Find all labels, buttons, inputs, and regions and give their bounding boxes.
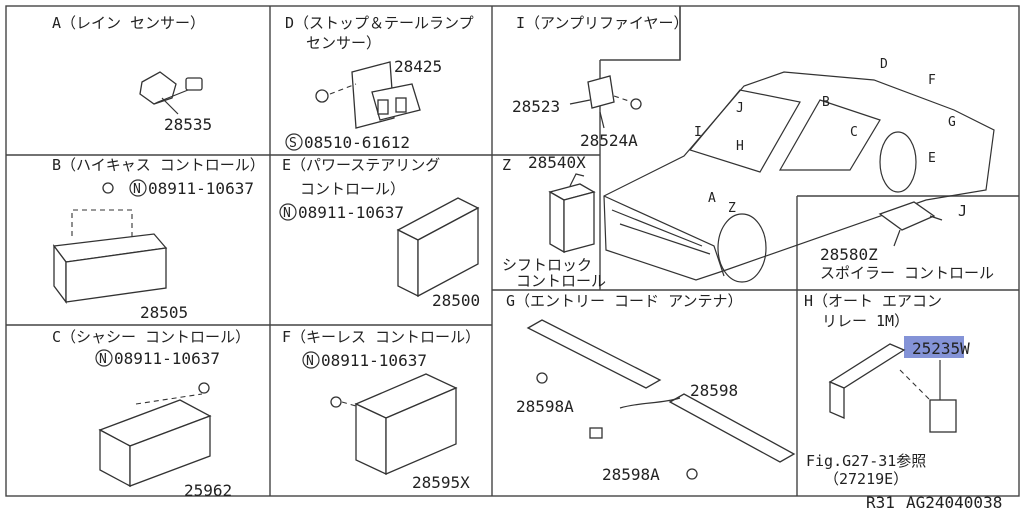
car-callouts: A B C D E F G H I J Z bbox=[694, 57, 956, 216]
nut-icon bbox=[630, 98, 642, 110]
callout-f[interactable]: F bbox=[928, 73, 936, 88]
screw-icon bbox=[315, 89, 329, 103]
reference-line2: （27219E） bbox=[824, 470, 908, 488]
car-overview bbox=[603, 71, 995, 283]
screw-prefix-s: S bbox=[289, 136, 297, 151]
bolt-prefix-b: N bbox=[133, 182, 141, 197]
part-number-08911-10637-b: 08911-10637 bbox=[148, 179, 254, 198]
callout-g[interactable]: G bbox=[948, 115, 956, 130]
section-e: E（パワーステアリング コントロール） N 08911-10637 28500 bbox=[279, 156, 480, 310]
connector-icon bbox=[589, 427, 603, 439]
section-j-letter: J bbox=[958, 202, 967, 220]
callout-c[interactable]: C bbox=[850, 125, 858, 140]
grid-frame bbox=[5, 5, 1020, 497]
section-d: D（ストップ＆テールランプ センサー） 28425 S 08510-61612 bbox=[285, 14, 474, 152]
section-b-title: B（ハイキャス コントロール） bbox=[52, 156, 265, 174]
section-h: H（オート エアコン リレー 1M） 25235W Fig.G27-31参照 （… bbox=[804, 292, 970, 488]
section-g-title: G（エントリー コード アンテナ） bbox=[506, 292, 743, 310]
part-number-08510-61612: 08510-61612 bbox=[304, 133, 410, 152]
part-number-28580z: 28580Z bbox=[820, 245, 878, 264]
relay-icon bbox=[929, 399, 957, 433]
section-i-title: I（アンプリファイヤー） bbox=[516, 14, 689, 32]
relay-bracket-part[interactable] bbox=[828, 343, 957, 433]
part-number-28505: 28505 bbox=[140, 303, 188, 322]
section-h-title-line2: リレー 1M） bbox=[822, 312, 909, 330]
section-a-title: A（レイン センサー） bbox=[52, 14, 205, 32]
spoiler-control-part[interactable] bbox=[878, 201, 943, 247]
bolt-prefix-e: N bbox=[283, 206, 291, 221]
antenna-part[interactable] bbox=[526, 319, 796, 480]
callout-z[interactable]: Z bbox=[728, 201, 736, 216]
section-g: G（エントリー コード アンテナ） 28598 28598A 28598A bbox=[506, 292, 796, 484]
section-a: A（レイン センサー） 28535 bbox=[52, 14, 212, 134]
reference-line1: Fig.G27-31参照 bbox=[806, 452, 926, 470]
amplifier-part[interactable] bbox=[569, 75, 642, 129]
part-number-25235w[interactable]: 25235W bbox=[912, 339, 970, 358]
section-f: F（キーレス コントロール） N 08911-10637 28595X bbox=[282, 328, 480, 492]
bolt-icon bbox=[198, 382, 210, 394]
shift-lock-control-unit[interactable] bbox=[548, 173, 596, 254]
s-prefix-circle-icon bbox=[285, 133, 303, 151]
n-prefix-circle-icon bbox=[95, 349, 113, 367]
callout-a[interactable]: A bbox=[708, 191, 716, 206]
footer-model: R31 bbox=[866, 493, 895, 510]
section-f-title: F（キーレス コントロール） bbox=[282, 328, 480, 346]
section-e-title-line2: コントロール） bbox=[300, 180, 405, 198]
screw-icon bbox=[686, 468, 698, 480]
part-number-28425: 28425 bbox=[394, 57, 442, 76]
part-number-25962: 25962 bbox=[184, 481, 232, 500]
section-d-title-line2: センサー） bbox=[306, 34, 381, 52]
bolt-prefix-c: N bbox=[99, 352, 107, 367]
part-number-28524a: 28524A bbox=[580, 131, 638, 150]
hicas-control-unit[interactable] bbox=[52, 209, 168, 304]
bolt-icon bbox=[330, 396, 342, 408]
callout-e[interactable]: E bbox=[928, 151, 936, 166]
screw-icon bbox=[536, 372, 548, 384]
part-number-08911-10637-c: 08911-10637 bbox=[114, 349, 220, 368]
footer: R31 AG24040038 bbox=[866, 493, 1002, 510]
section-e-title-line1: E（パワーステアリング bbox=[282, 156, 440, 174]
part-number-28540x: 28540X bbox=[528, 153, 586, 172]
n-prefix-circle-icon bbox=[279, 203, 297, 221]
part-number-28598a-2: 28598A bbox=[602, 465, 660, 484]
section-z-letter: Z bbox=[502, 156, 511, 174]
section-c-title: C（シャシー コントロール） bbox=[52, 328, 250, 346]
callout-b[interactable]: B bbox=[822, 95, 830, 110]
section-j: J 28580Z スポイラー コントロール bbox=[820, 201, 994, 282]
part-number-08911-10637-e: 08911-10637 bbox=[298, 203, 404, 222]
power-steering-control-unit[interactable] bbox=[396, 197, 480, 298]
section-z: Z 28540X シフトロック コントロール bbox=[502, 153, 606, 290]
highlight-25235w bbox=[904, 336, 964, 358]
n-prefix-circle-icon bbox=[129, 179, 147, 197]
lamp-sensor-part[interactable] bbox=[315, 61, 421, 129]
part-number-28523: 28523 bbox=[512, 97, 560, 116]
part-number-28500: 28500 bbox=[432, 291, 480, 310]
spoiler-control-caption: スポイラー コントロール bbox=[820, 264, 994, 282]
shift-lock-caption-line2: コントロール bbox=[516, 272, 606, 290]
callout-j[interactable]: J bbox=[736, 101, 744, 116]
section-i: I（アンプリファイヤー） 28523 28524A bbox=[512, 14, 689, 150]
callout-h[interactable]: H bbox=[736, 139, 744, 154]
shift-lock-caption-line1: シフトロック bbox=[502, 256, 592, 274]
section-c: C（シャシー コントロール） N 08911-10637 25962 bbox=[52, 328, 250, 500]
section-h-title-line1: H（オート エアコン bbox=[804, 292, 942, 310]
keyless-control-unit[interactable] bbox=[341, 373, 458, 476]
callout-i[interactable]: I bbox=[694, 125, 702, 140]
part-number-28598: 28598 bbox=[690, 381, 738, 400]
section-d-title-line1: D（ストップ＆テールランプ bbox=[285, 14, 474, 32]
part-number-28595x: 28595X bbox=[412, 473, 470, 492]
chassis-control-unit[interactable] bbox=[98, 393, 212, 488]
part-number-08911-10637-f: 08911-10637 bbox=[321, 351, 427, 370]
callout-d[interactable]: D bbox=[880, 57, 888, 72]
bolt-icon bbox=[102, 182, 114, 194]
bolt-prefix-f: N bbox=[306, 354, 314, 369]
footer-code: AG24040038 bbox=[906, 493, 1002, 510]
n-prefix-circle-icon bbox=[302, 351, 320, 369]
rain-sensor-part[interactable] bbox=[139, 71, 203, 115]
section-b: B（ハイキャス コントロール） N 08911-10637 28505 bbox=[52, 156, 265, 322]
part-number-28535: 28535 bbox=[164, 115, 212, 134]
part-number-28598a-1: 28598A bbox=[516, 397, 574, 416]
